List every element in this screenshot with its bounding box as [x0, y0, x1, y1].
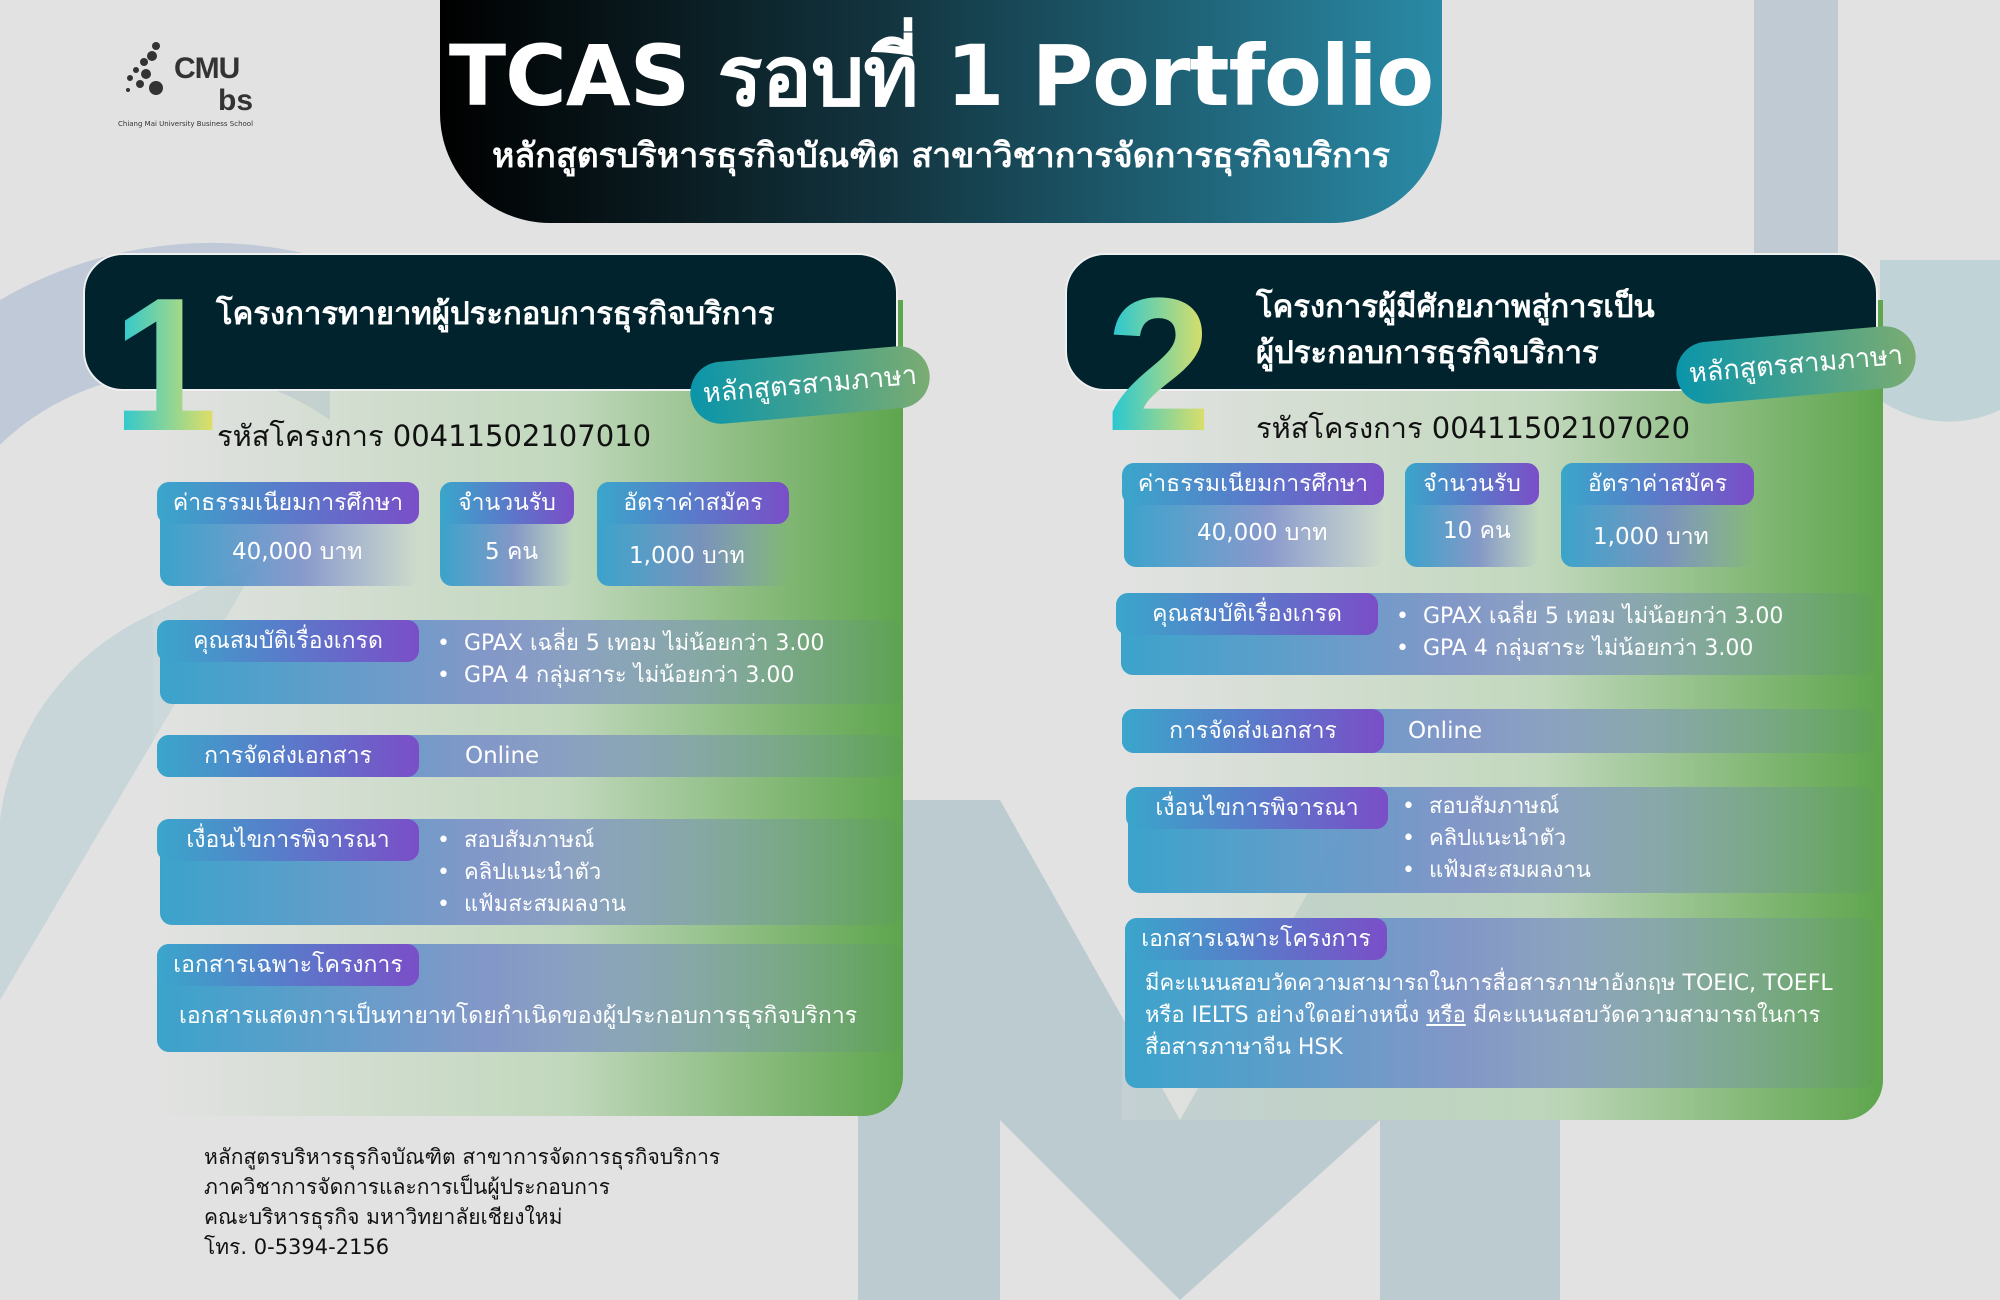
delivery-label: การจัดส่งเอกสาร [1122, 709, 1384, 753]
grade-list: GPAX เฉลี่ย 5 เทอม ไม่น้อยกว่า 3.00 GPA … [1396, 601, 1783, 665]
documents-row: เอกสารเฉพาะโครงการ มีคะแนนสอบวัดความสามา… [1125, 918, 1875, 1088]
footer-line: ภาควิชาการจัดการและการเป็นผู้ประกอบการ [204, 1175, 611, 1199]
program-number: 2 [1106, 259, 1212, 471]
conditions-row: เงื่อนไขการพิจารณา สอบสัมภาษณ์ คลิปแนะนำ… [1126, 787, 1875, 893]
documents-line: มีคะแนนสอบวัดความสามารถในการสื่อสารภาษาอ… [1145, 971, 1833, 996]
seats-box: จำนวนรับ 5 คน [440, 482, 574, 586]
program-code: รหัสโครงการ 00411502107010 [217, 419, 652, 453]
logo-dots-icon [126, 42, 163, 95]
cmubs-logo: CMU bs Chiang Mai University Business Sc… [118, 36, 268, 131]
documents-text-part: หรือ IELTS อย่างใดอย่างหนึ่ง [1145, 1003, 1420, 1028]
condition-item: แฟ้มสะสมผลงาน [1402, 855, 1591, 887]
seats-label: จำนวนรับ [440, 482, 574, 524]
grade-item: GPA 4 กลุ่มสาระ ไม่น้อยกว่า 3.00 [1396, 633, 1783, 665]
seats-value: 10 คน [1443, 518, 1511, 544]
fee-box: ค่าธรรมเนียมการศึกษา 40,000 บาท [157, 482, 419, 586]
documents-label: เอกสารเฉพาะโครงการ [1125, 918, 1387, 960]
condition-item: สอบสัมภาษณ์ [1402, 791, 1591, 823]
title-banner [440, 0, 1442, 223]
condition-item: สอบสัมภาษณ์ [437, 825, 626, 857]
delivery-row: การจัดส่งเอกสาร Online [157, 735, 902, 777]
program-title: โครงการทายาทผู้ประกอบการธุรกิจบริการ [216, 296, 775, 332]
documents-text: เอกสารแสดงการเป็นทายาทโดยกำเนิดของผู้ประ… [179, 1003, 858, 1029]
program-title-line1: โครงการผู้มีศักยภาพสู่การเป็น [1256, 289, 1655, 325]
conditions-list: สอบสัมภาษณ์ คลิปแนะนำตัว แฟ้มสะสมผลงาน [1402, 791, 1591, 887]
fee-value: 40,000 บาท [1197, 520, 1328, 546]
logo-tagline: Chiang Mai University Business School [118, 120, 254, 128]
delivery-row: การจัดส่งเอกสาร Online [1122, 709, 1875, 753]
program-code: รหัสโครงการ 00411502107020 [1256, 411, 1691, 445]
fee-label: ค่าธรรมเนียมการศึกษา [1122, 463, 1384, 505]
seats-label: จำนวนรับ [1405, 463, 1539, 505]
documents-text: มีคะแนนสอบวัดความสามารถในการสื่อสารภาษาอ… [1145, 968, 1833, 1064]
grade-row: คุณสมบัติเรื่องเกรด GPAX เฉลี่ย 5 เทอม ไ… [1116, 593, 1875, 675]
fee-label: ค่าธรรมเนียมการศึกษา [157, 482, 419, 524]
logo-sub: bs [218, 84, 254, 117]
program-title-line2: ผู้ประกอบการธุรกิจบริการ [1256, 335, 1599, 371]
fee-box: ค่าธรรมเนียมการศึกษา 40,000 บาท [1122, 463, 1384, 567]
documents-label: เอกสารเฉพาะโครงการ [157, 944, 419, 986]
condition-item: คลิปแนะนำตัว [437, 857, 626, 889]
documents-text-part: มีคะแนนสอบวัดความสามารถในการ [1472, 1003, 1821, 1028]
or-underlined: หรือ [1426, 1003, 1466, 1028]
grade-item: GPA 4 กลุ่มสาระ ไม่น้อยกว่า 3.00 [437, 660, 824, 692]
application-fee-box: อัตราค่าสมัคร 1,000 บาท [597, 482, 789, 586]
documents-row: เอกสารเฉพาะโครงการ เอกสารแสดงการเป็นทายา… [157, 944, 902, 1052]
application-fee-value: 1,000 บาท [629, 543, 745, 569]
conditions-label: เงื่อนไขการพิจารณา [1126, 787, 1388, 829]
delivery-value: Online [1408, 718, 1483, 744]
documents-line: สื่อสารภาษาจีน HSK [1145, 1035, 1343, 1060]
grade-item: GPAX เฉลี่ย 5 เทอม ไม่น้อยกว่า 3.00 [1396, 601, 1783, 633]
condition-item: คลิปแนะนำตัว [1402, 823, 1591, 855]
program-number: 1 [112, 259, 218, 471]
application-fee-box: อัตราค่าสมัคร 1,000 บาท [1561, 463, 1754, 567]
grade-row: คุณสมบัติเรื่องเกรด GPAX เฉลี่ย 5 เทอม ไ… [157, 620, 902, 704]
application-fee-label: อัตราค่าสมัคร [1561, 463, 1754, 505]
application-fee-label: อัตราค่าสมัคร [597, 482, 789, 524]
grade-label: คุณสมบัติเรื่องเกรด [157, 620, 419, 662]
seats-value: 5 คน [485, 539, 539, 565]
logo-text: CMU [174, 52, 240, 85]
seats-box: จำนวนรับ 10 คน [1405, 463, 1539, 567]
delivery-label: การจัดส่งเอกสาร [157, 735, 419, 777]
grade-list: GPAX เฉลี่ย 5 เทอม ไม่น้อยกว่า 3.00 GPA … [437, 628, 824, 692]
fee-value: 40,000 บาท [232, 539, 363, 565]
conditions-list: สอบสัมภาษณ์ คลิปแนะนำตัว แฟ้มสะสมผลงาน [437, 825, 626, 921]
delivery-value: Online [465, 743, 540, 769]
conditions-label: เงื่อนไขการพิจารณา [157, 819, 419, 861]
grade-label: คุณสมบัติเรื่องเกรด [1116, 593, 1378, 635]
page-title: TCAS รอบที่ 1 Portfolio [448, 27, 1434, 125]
footer-line: หลักสูตรบริหารธุรกิจบัณฑิต สาขาการจัดการ… [204, 1145, 721, 1169]
page-subtitle: หลักสูตรบริหารธุรกิจบัณฑิต สาขาวิชาการจั… [492, 136, 1390, 176]
application-fee-value: 1,000 บาท [1593, 524, 1709, 550]
condition-item: แฟ้มสะสมผลงาน [437, 889, 626, 921]
footer-line: คณะบริหารธุรกิจ มหาวิทยาลัยเชียงใหม่ [204, 1205, 563, 1229]
grade-item: GPAX เฉลี่ย 5 เทอม ไม่น้อยกว่า 3.00 [437, 628, 824, 660]
conditions-row: เงื่อนไขการพิจารณา สอบสัมภาษณ์ คลิปแนะนำ… [157, 819, 902, 925]
documents-line: หรือ IELTS อย่างใดอย่างหนึ่ง หรือ มีคะแน… [1145, 1000, 1833, 1032]
footer-phone: โทร. 0-5394-2156 [204, 1235, 390, 1259]
footer-contact: หลักสูตรบริหารธุรกิจบัณฑิต สาขาการจัดการ… [204, 1142, 720, 1262]
